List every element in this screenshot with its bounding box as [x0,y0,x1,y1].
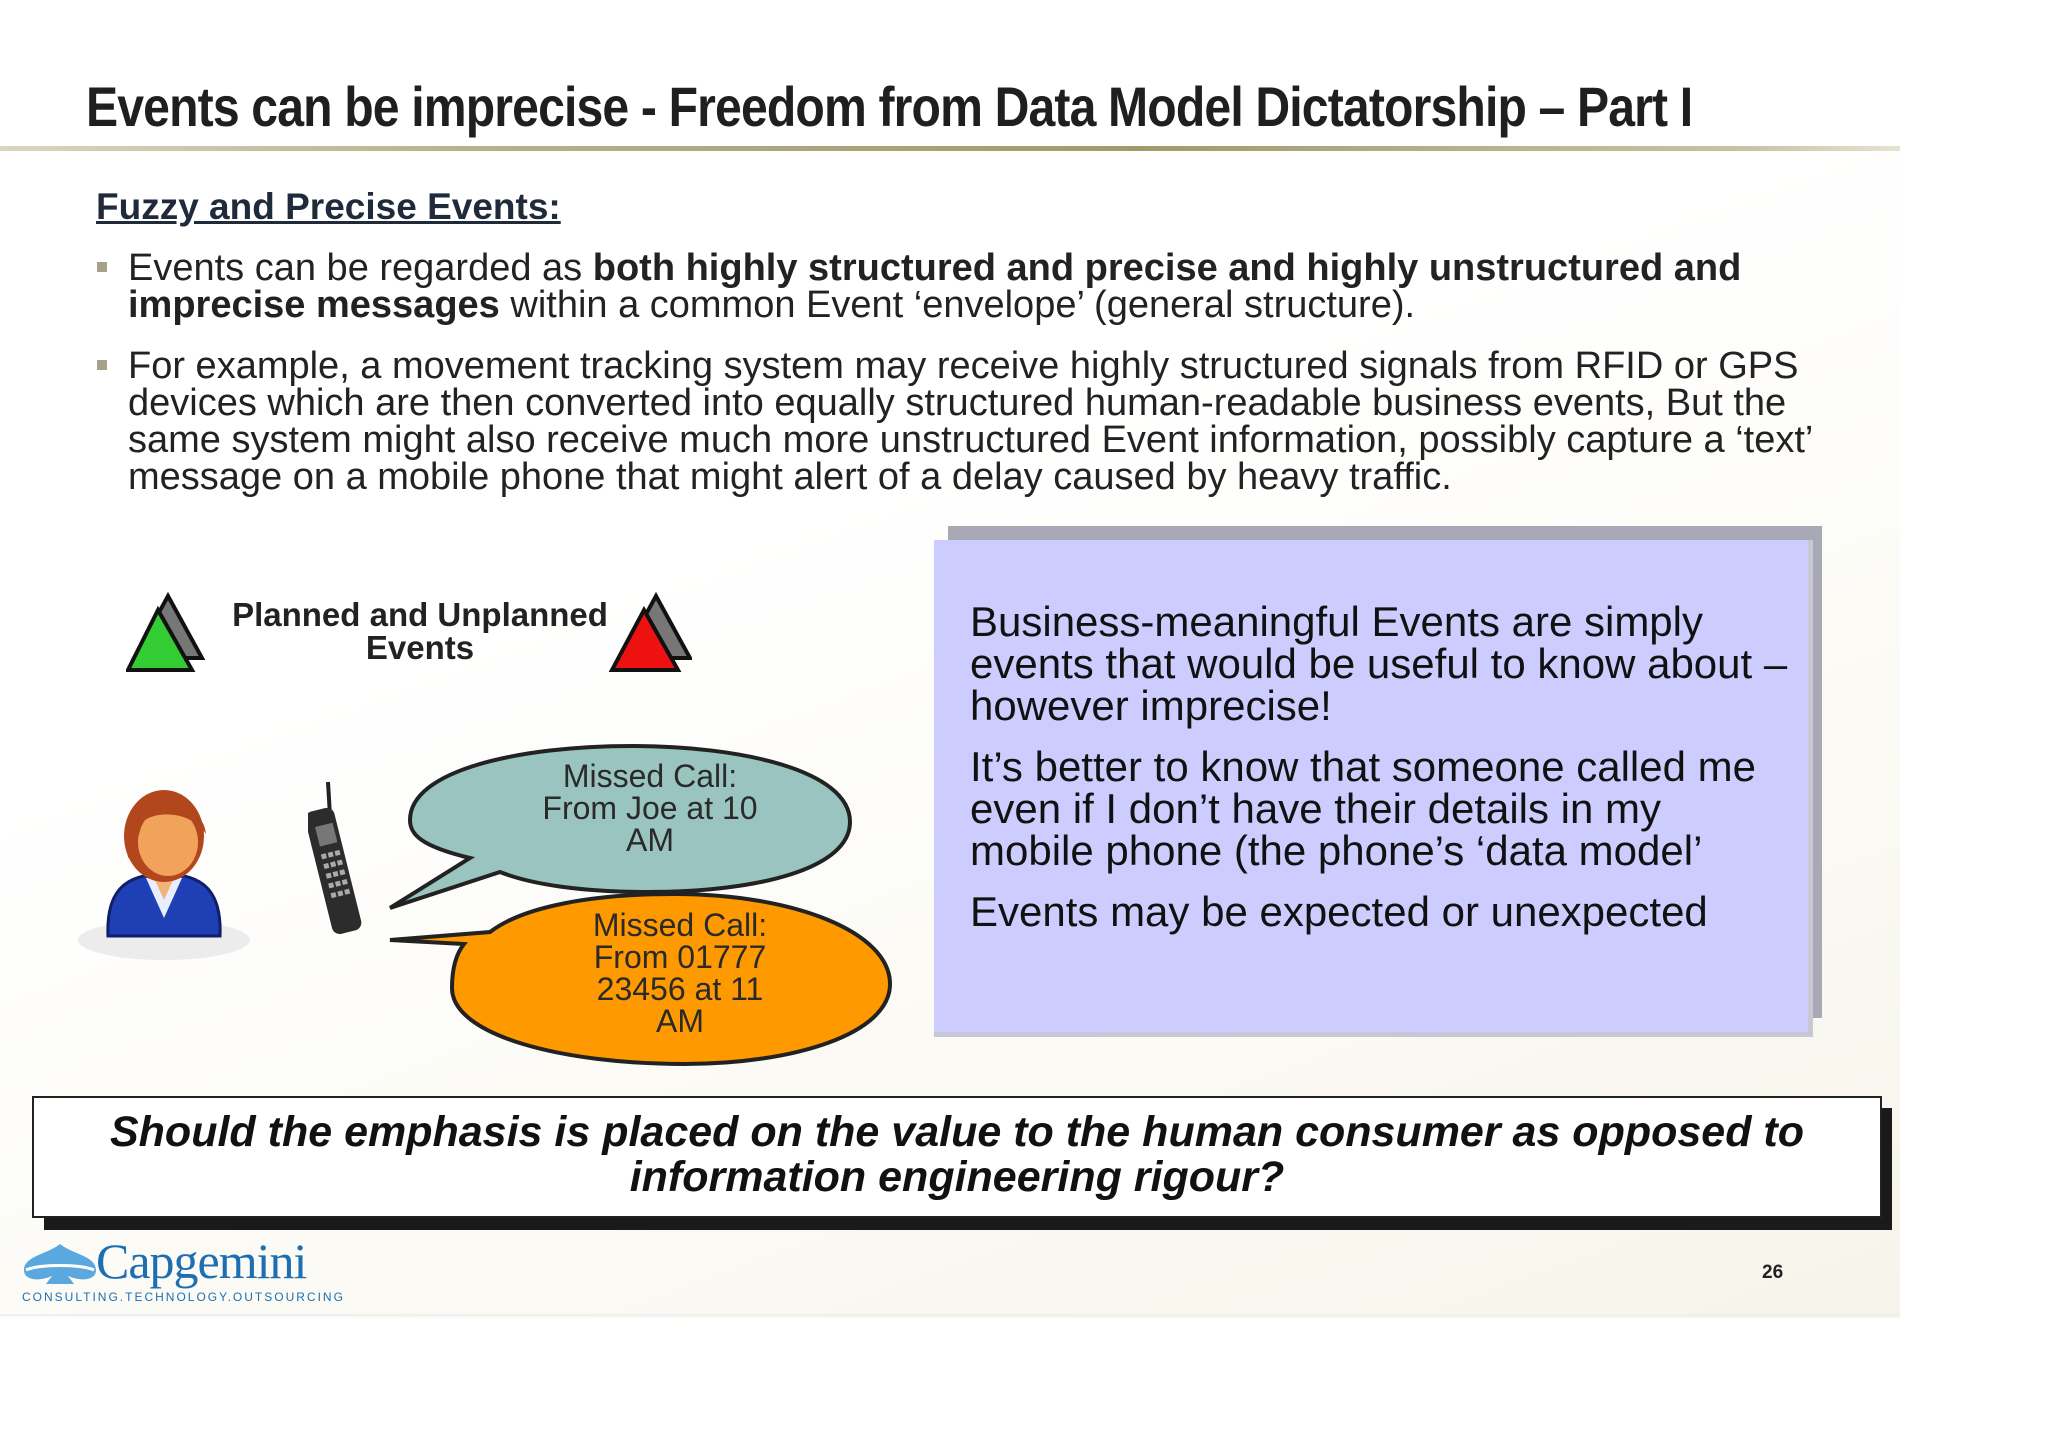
bullet-marker [97,360,107,370]
bullet-text: Events can be regarded as both highly st… [128,247,1848,326]
bubble-2-line4: AM [656,1003,704,1039]
capgemini-wordmark: Capgemini [96,1233,307,1289]
person-icon [78,790,250,960]
green-triangle-icon [126,592,206,672]
bullet-text: For example, a movement tracking system … [128,345,1812,498]
page-number: 26 [1762,1262,1784,1283]
capgemini-tagline: CONSULTING.TECHNOLOGY.OUTSOURCING [22,1290,345,1304]
speech-bubble-teal [388,743,853,910]
bubble-1-line1: Missed Call: [562,758,738,794]
capgemini-spade-logo-icon [24,1244,96,1284]
info-paragraph-3: Events may be expected or unexpected [970,888,1708,935]
bullet-1-bold: both highly structured and precise and h… [128,247,1742,326]
unplanned-triangle-shape [608,605,682,672]
bubble-2-line2: From 01777 [593,939,767,975]
events-label-line1: Planned and Unplanned [232,596,608,633]
events-label-line2: Events [365,629,475,666]
bubble-2-line1: Missed Call: [592,907,768,943]
footer-divider [0,1314,1900,1316]
title-divider [0,146,1900,151]
bubble-1-line3: AM [626,822,674,858]
bubble-2-text: Missed Call: From 01777 23456 at 11 AM [530,909,830,1037]
info-box [934,540,1813,1037]
bubble-1-line2: From Joe at 10 [542,790,758,826]
question-line2: information engineering rigour? [629,1153,1285,1201]
info-paragraph-1: Business-meaningful Events are simply ev… [970,598,1788,729]
question-text: Should the emphasis is placed on the val… [32,1110,1882,1200]
mobile-phone-icon [308,781,362,935]
bullet-marker [97,262,107,272]
bubble-1-text: Missed Call: From Joe at 10 AM [500,760,800,856]
info-paragraph-2: It’s better to know that someone called … [970,743,1756,874]
speech-bubble-orange [389,891,893,1067]
question-line1: Should the emphasis is placed on the val… [109,1108,1804,1156]
bullet-1-pre: Events can be regarded as [128,247,593,289]
events-label: Planned and Unplanned Events [200,598,640,664]
section-heading: Fuzzy and Precise Events: [96,186,561,227]
planned-triangle-shape [126,605,196,672]
bullet-1-post: within a common Event ‘envelope’ (genera… [499,284,1416,326]
question-box [32,1096,1882,1218]
bubble-2-line3: 23456 at 11 [596,971,764,1007]
page-title: Events can be imprecise - Freedom from D… [86,75,1693,138]
red-triangle-icon [608,592,692,672]
